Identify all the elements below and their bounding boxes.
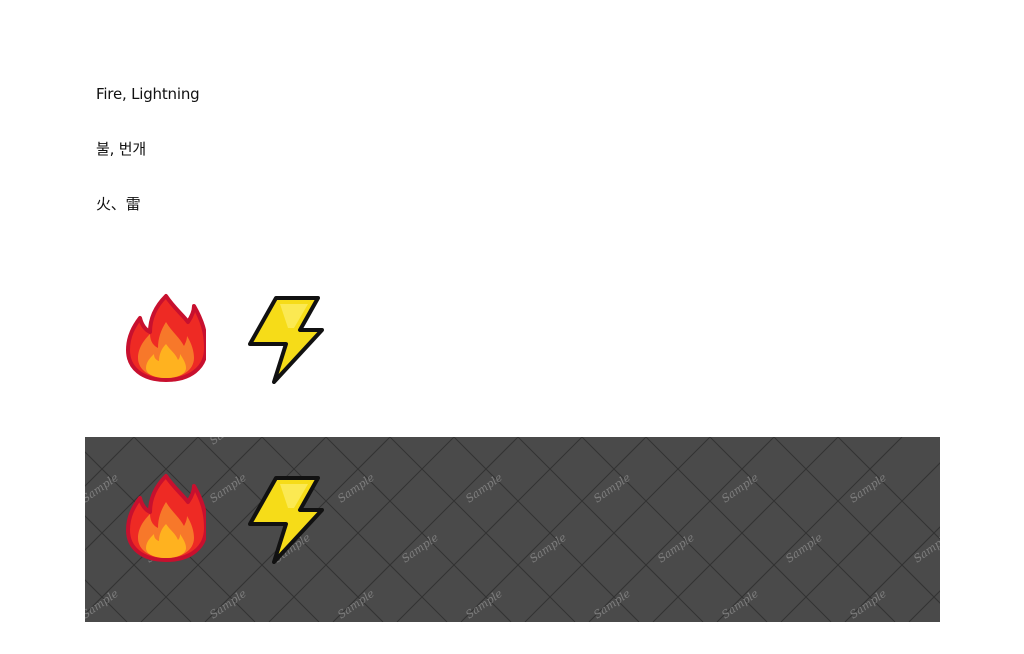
caption-korean: 불, 번개 [96, 140, 146, 158]
watermark-text: Sample [463, 471, 505, 506]
lightning-icon [244, 472, 324, 564]
fire-icon [126, 472, 206, 564]
watermark-text: Sample [207, 437, 249, 447]
dark-preview-panel: Sample Sample Sample Sample Sample Sampl… [85, 437, 940, 622]
watermark-text: Sample [207, 587, 249, 622]
watermark-text: Sample [591, 471, 633, 506]
watermark-text: Sample [399, 531, 441, 566]
watermark-text: Sample [783, 531, 825, 566]
watermark-text: Sample [911, 531, 940, 566]
watermark-text: Sample [847, 471, 889, 506]
watermark-text: Sample [719, 471, 761, 506]
watermark-text: Sample [719, 587, 761, 622]
watermark-text: Sample [335, 587, 377, 622]
caption-english: Fire, Lightning [96, 85, 200, 103]
watermark-text: Sample [655, 531, 697, 566]
watermark-text: Sample [207, 471, 249, 506]
watermark-text: Sample [591, 587, 633, 622]
fire-icon [126, 292, 206, 384]
watermark-text: Sample [527, 531, 569, 566]
watermark-text: Sample [335, 471, 377, 506]
watermark-text: Sample [847, 587, 889, 622]
lightning-icon [244, 292, 324, 384]
watermark-text: Sample [85, 587, 121, 622]
watermark-text: Sample [85, 471, 121, 506]
watermark-text: Sample [463, 587, 505, 622]
caption-chinese: 火、雷 [96, 195, 141, 213]
